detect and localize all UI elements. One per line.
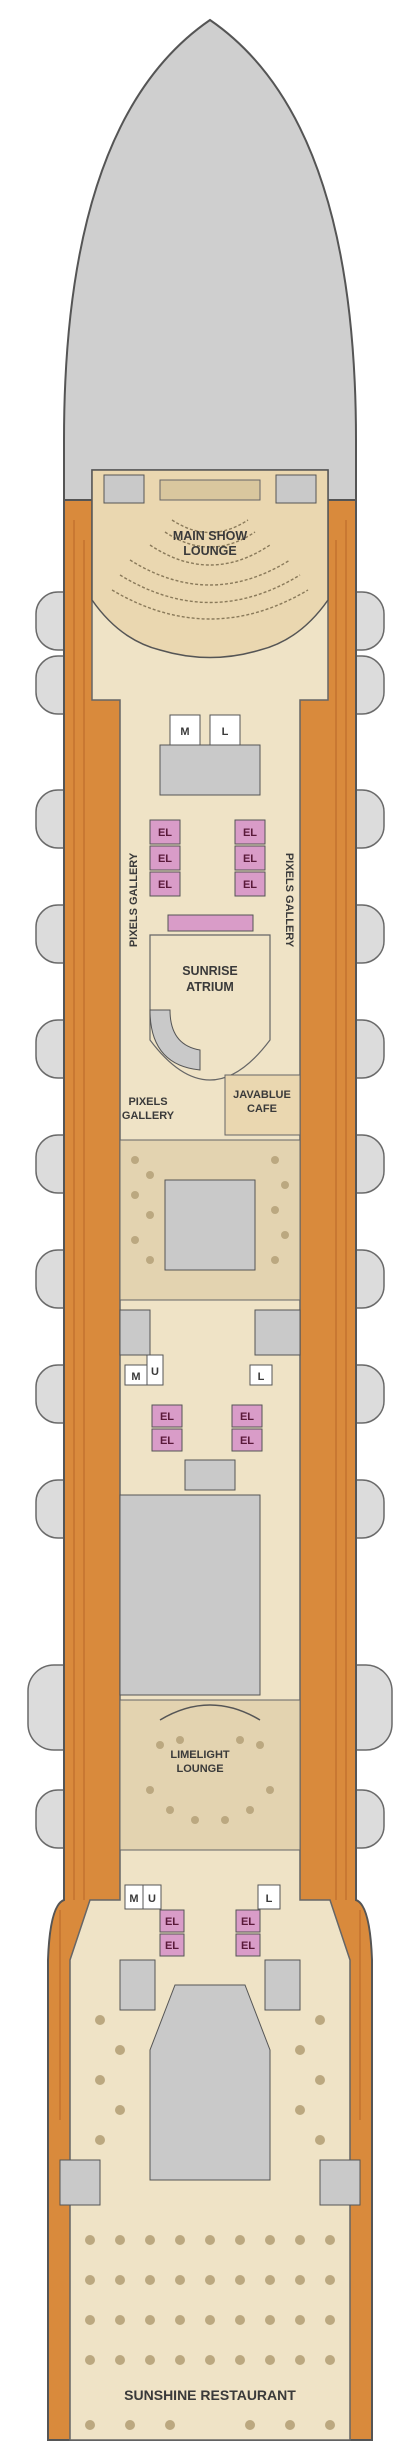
theater-rows — [111, 519, 309, 620]
elevator-label: EL — [165, 1940, 179, 1952]
lounge-arc — [159, 1704, 261, 1721]
pixels-gallery-lower-label-1: PIXELS — [128, 1096, 167, 1108]
stair-block — [264, 1959, 301, 2011]
elevator-label: EL — [240, 1411, 254, 1423]
elevators-forward-right — [234, 819, 266, 897]
restroom-unisex: U — [148, 1893, 156, 1905]
galley — [149, 1984, 271, 2181]
restroom-unisex: U — [151, 1366, 159, 1378]
restroom-ladies: L — [266, 1893, 273, 1905]
elevators-aft — [159, 1909, 261, 1957]
restaurant-seating — [85, 2015, 335, 2430]
elevators-forward-left — [149, 819, 181, 897]
stage — [159, 479, 261, 501]
stairwell — [159, 744, 261, 796]
limelight-lounge — [119, 1699, 301, 1851]
stair-block — [319, 2159, 361, 2206]
sunrise-atrium-label-1: SUNRISE — [182, 964, 238, 978]
pixels-gallery-lower-label-2: GALLERY — [122, 1110, 175, 1122]
main-show-lounge — [91, 469, 329, 659]
restroom-men: M — [129, 1893, 138, 1905]
interior — [69, 469, 351, 2441]
restrooms-mid: M U L — [124, 1354, 273, 1386]
bar-seating — [131, 1156, 289, 1264]
limelight-lounge-label-1: LIMELIGHT — [170, 1749, 230, 1761]
stairwell — [184, 1459, 236, 1491]
elevator-label: EL — [160, 1411, 174, 1423]
sunrise-atrium-label-2: ATRIUM — [186, 980, 234, 994]
elevator-label: EL — [241, 1916, 255, 1928]
restrooms-aft: M U L — [124, 1884, 281, 1910]
main-show-lounge-label-1: MAIN SHOW — [173, 529, 248, 543]
elevator-label: EL — [240, 1435, 254, 1447]
bow — [63, 18, 357, 521]
pixels-gallery-right-label: PIXELS GALLERY — [283, 853, 295, 948]
elevator-label: EL — [158, 827, 172, 839]
service-area — [119, 1494, 261, 1696]
elevator-label: EL — [243, 853, 257, 865]
javablue-cafe — [224, 1074, 301, 1136]
restroom-men: M — [131, 1371, 140, 1383]
elevator-label: EL — [158, 853, 172, 865]
elevator-label: EL — [243, 879, 257, 891]
restroom-ladies: L — [222, 726, 229, 738]
stair-block — [103, 474, 145, 504]
javablue-cafe-label-2: CAFE — [247, 1103, 277, 1115]
main-show-lounge-label-2: LOUNGE — [183, 544, 236, 558]
pixels-gallery-left-label: PIXELS GALLERY — [128, 852, 140, 947]
glass-elevators — [167, 914, 254, 932]
stair-block — [119, 1309, 151, 1356]
stair-block — [254, 1309, 301, 1356]
stair-block — [275, 474, 317, 504]
restroom-men: M — [180, 726, 189, 738]
elevator-label: EL — [243, 827, 257, 839]
sunshine-restaurant-label: SUNSHINE RESTAURANT — [124, 2387, 296, 2403]
deck-planks — [59, 520, 361, 2120]
elevators-mid — [151, 1404, 263, 1452]
elevator-label: EL — [160, 1435, 174, 1447]
bar-center — [164, 1179, 256, 1271]
stair-block — [59, 2159, 101, 2206]
restroom-ladies: L — [258, 1371, 265, 1383]
elevator-label: EL — [241, 1940, 255, 1952]
atrium-stair — [149, 1009, 201, 1071]
elevator-label: EL — [165, 1916, 179, 1928]
lounge-seating — [146, 1736, 274, 1824]
elevator-label: EL — [158, 879, 172, 891]
javablue-cafe-label-1: JAVABLUE — [233, 1089, 291, 1101]
limelight-lounge-label-2: LOUNGE — [176, 1763, 223, 1775]
stair-block — [119, 1959, 156, 2011]
